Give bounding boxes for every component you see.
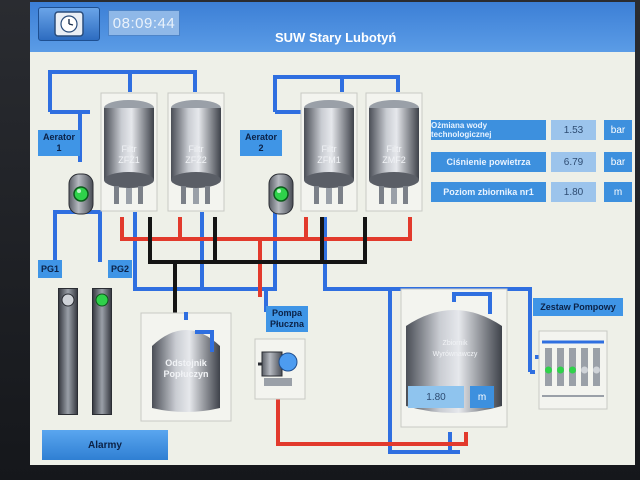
top-bar: 08:09:44 SUW Stary Lubotyń: [30, 2, 635, 52]
aerator-1-valve[interactable]: [66, 172, 96, 216]
pg1-indicator-icon: [61, 293, 75, 307]
aerator-1-label: Aerator 1: [38, 130, 80, 156]
clock-icon: [54, 11, 84, 37]
clock-button[interactable]: [38, 7, 100, 41]
filter-zfz2[interactable]: [167, 92, 225, 212]
filter-zmf2-label: Filtr ZMF2: [382, 144, 406, 165]
filter-zfm1-label: Filtr ZFM1: [317, 144, 341, 165]
filter-zfm1[interactable]: [300, 92, 358, 212]
settler-tank[interactable]: [140, 312, 232, 422]
param-name-water: Ożmiana wody technologicznej: [431, 120, 546, 140]
pump-set-label: Zestaw Pompowy: [533, 298, 623, 316]
filter-zmf2[interactable]: [365, 92, 423, 212]
pg1-label: PG1: [38, 260, 62, 278]
filter-zfz1-label: Filtr ZFŻ1: [118, 144, 140, 165]
reservoir-label: Zbiornik Wyrównawczy: [432, 340, 478, 358]
pg1-gauge[interactable]: [58, 288, 78, 415]
filter-zfz1[interactable]: [100, 92, 158, 212]
hmi-screen: 08:09:44 SUW Stary Lubotyń: [30, 2, 635, 465]
param-unit-tank-level: m: [604, 182, 632, 202]
param-unit-air-pressure: bar: [604, 152, 632, 172]
page-title: SUW Stary Lubotyń: [275, 30, 397, 45]
aerator-2-valve[interactable]: [266, 172, 296, 216]
filter-zfz2-label: Filtr ZFŻ2: [185, 144, 207, 165]
settler-label: Odstojnik Popłuczyn: [163, 358, 209, 379]
param-value-air-pressure: 6.79: [551, 152, 596, 172]
pg2-label: PG2: [108, 260, 132, 278]
reservoir-level-unit: m: [470, 386, 494, 408]
pg2-gauge[interactable]: [92, 288, 112, 415]
reservoir-level-value: 1.80: [408, 386, 464, 408]
sludge-pipes: [148, 217, 367, 327]
param-value-tank-level: 1.80: [551, 182, 596, 202]
wash-pump[interactable]: [254, 338, 306, 400]
aerator-2-label: Aerator 2: [240, 130, 282, 156]
param-name-air-pressure: Ciśnienie powietrza: [431, 152, 546, 172]
param-name-tank-level: Poziom zbiornika nr1: [431, 182, 546, 202]
process-diagram: [48, 70, 547, 454]
time-display: 08:09:44: [108, 10, 180, 36]
param-value-water: 1.53: [551, 120, 596, 140]
wash-pump-label: Pompa Płuczna: [266, 306, 308, 332]
param-unit-water: bar: [604, 120, 632, 140]
alarms-button[interactable]: Alarmy: [42, 430, 168, 460]
pg2-indicator-icon: [95, 293, 109, 307]
pump-set[interactable]: [538, 330, 608, 410]
